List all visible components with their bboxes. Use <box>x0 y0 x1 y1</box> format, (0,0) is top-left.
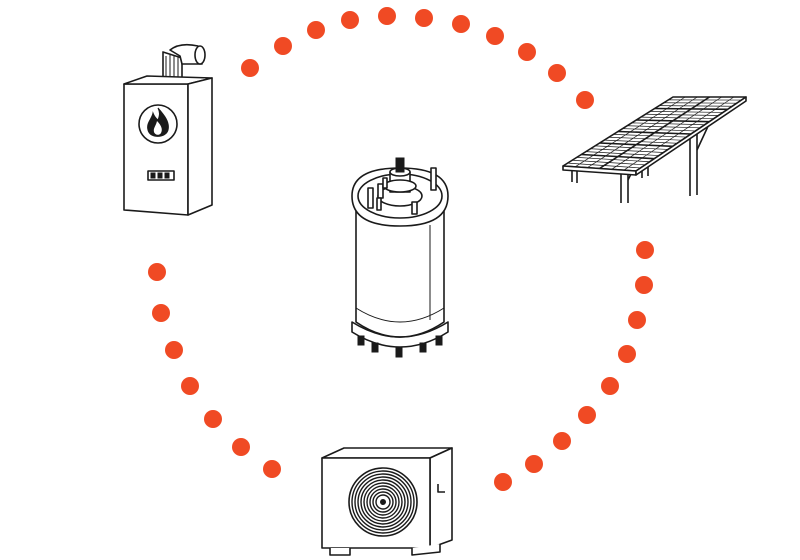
connector-dot <box>618 345 636 363</box>
connector-dot <box>548 64 566 82</box>
connector-dot <box>576 91 594 109</box>
connector-dot <box>204 410 222 428</box>
fan-ring <box>360 479 406 525</box>
connector-dot <box>341 11 359 29</box>
fan-ring <box>375 494 391 510</box>
fan-ring <box>351 470 415 534</box>
connector-dot <box>263 460 281 478</box>
dotted-connector-ring <box>148 7 654 491</box>
solar-cell-line <box>587 96 698 168</box>
connector-dot <box>307 21 325 39</box>
water-tank-icon <box>351 157 449 358</box>
connector-dot <box>148 263 166 281</box>
gas-boiler-icon <box>123 43 213 216</box>
fan-grille-rings <box>351 470 415 534</box>
solar-cell-line <box>611 96 722 170</box>
solar-cell-line <box>574 96 686 168</box>
fan-ring <box>354 473 412 531</box>
solar-cell-line <box>623 96 735 171</box>
connector-dot <box>181 377 199 395</box>
solar-cell-line <box>599 96 710 170</box>
fan-ring <box>363 482 403 522</box>
connector-dot <box>601 377 619 395</box>
solar-cell-grid <box>567 96 742 171</box>
heat-pump-icon <box>321 447 453 556</box>
connector-dot <box>232 438 250 456</box>
connector-dot <box>635 276 653 294</box>
fan-ring <box>372 491 394 513</box>
connector-dot <box>636 241 654 259</box>
connector-dot <box>525 455 543 473</box>
fan-hub <box>380 499 386 505</box>
fan-ring <box>369 488 397 516</box>
connector-dot <box>578 406 596 424</box>
connector-dot <box>486 27 504 45</box>
connector-dot <box>518 43 536 61</box>
connector-dot <box>378 7 396 25</box>
fan-ring <box>366 485 400 519</box>
connector-dot <box>241 59 259 77</box>
connector-dot <box>165 341 183 359</box>
connector-dot <box>628 311 646 329</box>
connector-dot <box>553 432 571 450</box>
fan-ring <box>357 476 409 528</box>
solar-panel-icon <box>562 96 747 203</box>
connector-dot <box>452 15 470 33</box>
connector-dot <box>494 473 512 491</box>
connector-dot <box>274 37 292 55</box>
connector-dot <box>152 304 170 322</box>
connector-dot <box>415 9 433 27</box>
